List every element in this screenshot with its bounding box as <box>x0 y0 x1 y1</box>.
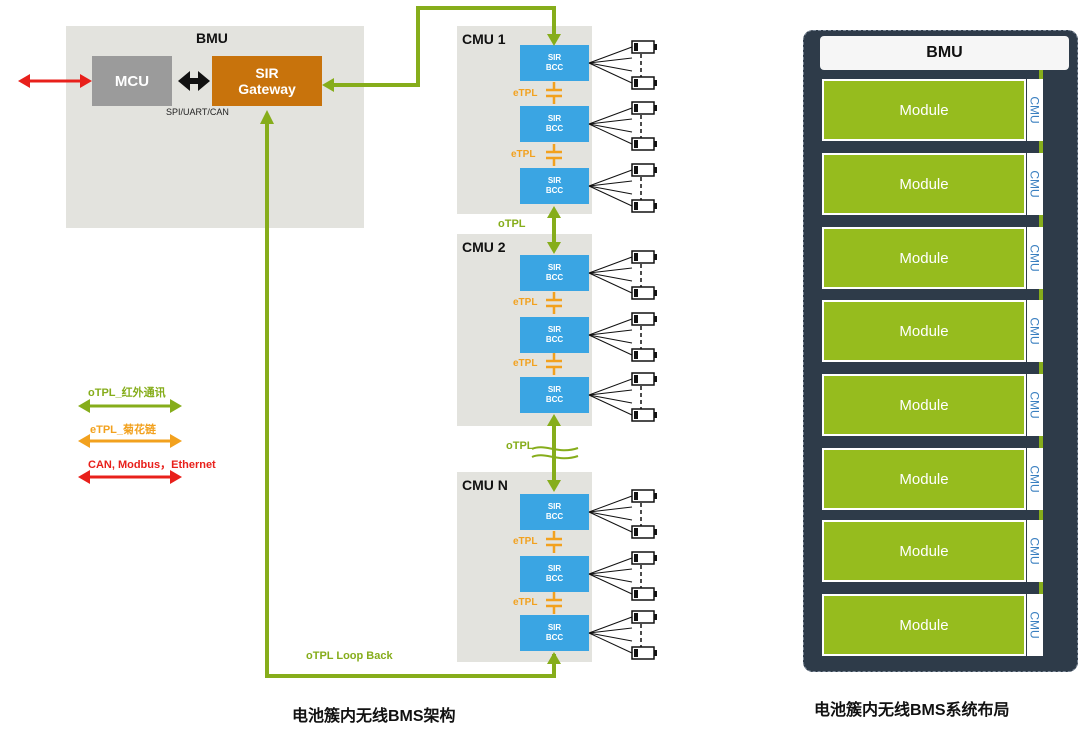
etpl-label: eTPL <box>513 536 538 547</box>
otpl-link-gateway <box>322 6 561 92</box>
rack-border-dash <box>803 30 1078 672</box>
cmu-label-n: CMU N <box>462 477 508 493</box>
interface-label: SPI/UART/CAN <box>166 107 229 117</box>
legend-arrows <box>78 399 182 484</box>
etpl-capacitor-group <box>546 82 562 614</box>
legend-arrow-can <box>78 470 182 484</box>
battery-fan <box>588 250 657 300</box>
otpl-label: oTPL <box>506 440 534 452</box>
module-cmu-label: CMU <box>1028 611 1043 639</box>
otpl-link-cmu1-cmu2 <box>547 206 561 254</box>
battery-fan <box>588 163 657 213</box>
rack-caption: 电池簇内无线BMS系统布局 <box>814 702 1010 719</box>
otpl-link-cmu2-cmun <box>531 414 579 492</box>
module-label: Module <box>899 101 949 119</box>
module-cmu-label: CMU <box>1028 244 1043 272</box>
module-cmu-label: CMU <box>1028 317 1043 345</box>
rack-bmu-block: BMU <box>820 36 1069 70</box>
battery-fan <box>588 372 657 422</box>
battery-fan <box>588 489 657 539</box>
legend-arrow-otpl <box>78 399 182 413</box>
module-cmu-label: CMU <box>1028 170 1043 198</box>
module-cmu-label: CMU <box>1028 537 1043 565</box>
cmu-label-2: CMU 2 <box>462 239 506 255</box>
module-cmu-label: CMU <box>1028 465 1043 493</box>
module-cmu-strip: CMU <box>1027 300 1043 362</box>
rack-bus-line <box>1039 70 1043 656</box>
otpl-label: oTPL <box>498 218 526 230</box>
rack-bmu-label: BMU <box>926 44 963 61</box>
module-label: Module <box>899 470 949 488</box>
sir-gateway-block: SIR Gateway <box>212 56 322 106</box>
module-cmu-strip: CMU <box>1027 448 1043 510</box>
module-block: Module <box>822 520 1026 582</box>
connector-overlay <box>18 6 657 678</box>
battery-fan <box>588 312 657 362</box>
can-arrow <box>18 74 92 88</box>
etpl-label: eTPL <box>513 358 538 369</box>
module-cmu-strip: CMU <box>1027 520 1043 582</box>
module-label: Module <box>899 175 949 193</box>
cmu-label-1: CMU 1 <box>462 31 506 47</box>
legend-label-etpl: eTPL_菊花链 <box>90 424 157 436</box>
battery-fan <box>588 40 657 90</box>
module-block: Module <box>822 374 1026 436</box>
module-label: Module <box>899 542 949 560</box>
module-block: Module <box>822 594 1026 656</box>
legend-label-otpl: oTPL_红外通讯 <box>88 387 166 399</box>
legend-arrow-etpl <box>78 434 182 448</box>
architecture-caption: 电池簇内无线BMS架构 <box>292 708 456 725</box>
module-cmu-strip: CMU <box>1027 594 1043 656</box>
battery-cell-group <box>588 40 657 660</box>
spi-arrow <box>178 71 210 91</box>
etpl-label: eTPL <box>511 149 536 160</box>
module-block: Module <box>822 79 1026 141</box>
mcu-block: MCU <box>92 56 172 106</box>
module-cmu-strip: CMU <box>1027 79 1043 141</box>
gateway-label-line1: SIR <box>255 65 279 81</box>
module-cmu-strip: CMU <box>1027 374 1043 436</box>
module-block: Module <box>822 300 1026 362</box>
module-cmu-label: CMU <box>1028 96 1043 124</box>
gateway-label-line2: Gateway <box>238 81 296 97</box>
etpl-label: eTPL <box>513 88 538 99</box>
module-label: Module <box>899 616 949 634</box>
etpl-label: eTPL <box>513 297 538 308</box>
module-block: Module <box>822 448 1026 510</box>
battery-fan <box>588 610 657 660</box>
module-cmu-label: CMU <box>1028 391 1043 419</box>
module-label: Module <box>899 396 949 414</box>
module-label: Module <box>899 249 949 267</box>
module-block: Module <box>822 153 1026 215</box>
otpl-loopback-label: oTPL Loop Back <box>306 650 393 662</box>
module-block: Module <box>822 227 1026 289</box>
mcu-label: MCU <box>114 72 150 90</box>
otpl-loopback-link <box>260 110 561 678</box>
battery-fan <box>588 551 657 601</box>
module-cmu-strip: CMU <box>1027 153 1043 215</box>
bmu-label: BMU <box>196 30 228 46</box>
etpl-label: eTPL <box>513 597 538 608</box>
battery-fan <box>588 101 657 151</box>
legend-label-can: CAN, Modbus，Ethernet <box>88 459 216 471</box>
module-label: Module <box>899 322 949 340</box>
module-cmu-strip: CMU <box>1027 227 1043 289</box>
